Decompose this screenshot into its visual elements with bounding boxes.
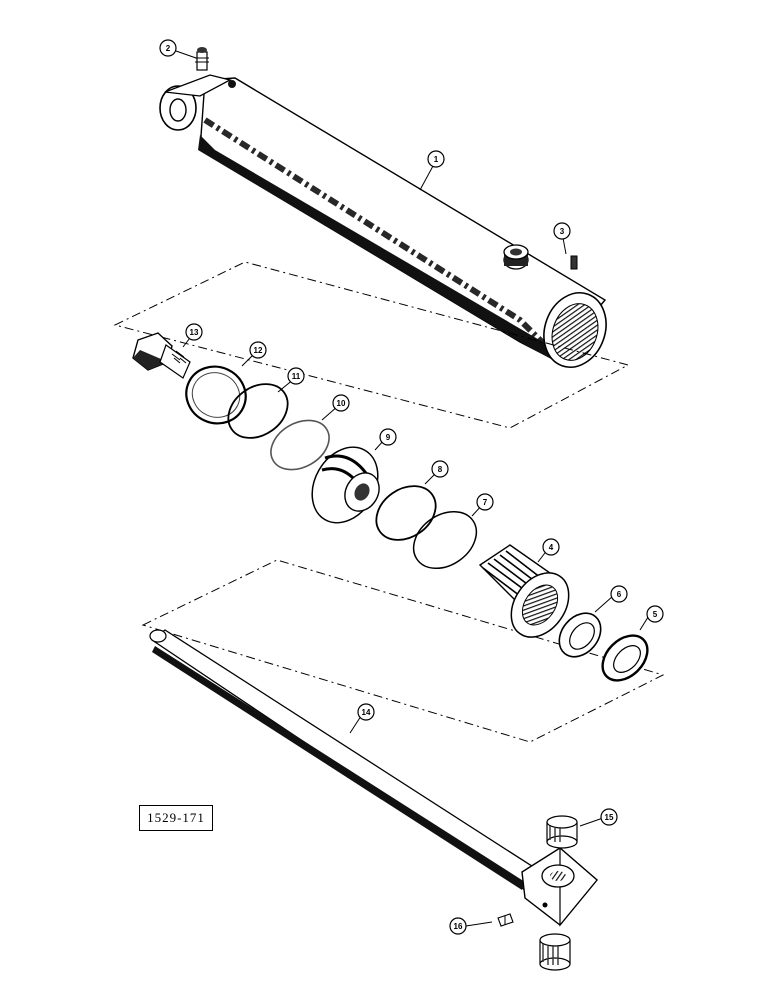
callout-5: 5: [646, 605, 664, 623]
set-screw: [570, 255, 578, 270]
callout-14: 14: [357, 703, 375, 721]
lower-assembly-guide: [141, 559, 665, 743]
svg-text:6: 6: [617, 590, 622, 599]
backup-ring: [270, 419, 330, 471]
callout-6: 6: [610, 585, 628, 603]
svg-text:3: 3: [560, 227, 565, 236]
piston-rod: [149, 629, 598, 927]
backup-ring-large: [412, 510, 478, 570]
callout-7: 7: [476, 493, 494, 511]
svg-text:8: 8: [438, 465, 443, 474]
callout-8: 8: [431, 460, 449, 478]
upper-assembly-guide: [113, 261, 630, 429]
rod-wiper: [601, 634, 649, 682]
svg-text:9: 9: [386, 433, 391, 442]
callout-15: 15: [600, 808, 618, 826]
o-ring-medium: [375, 485, 437, 541]
callout-10: 10: [332, 394, 350, 412]
callout-13: 13: [185, 323, 203, 341]
svg-text:10: 10: [337, 399, 346, 408]
callout-4: 4: [542, 538, 560, 556]
callout-9: 9: [379, 428, 397, 446]
wiper-seal: [558, 612, 602, 658]
callout-16: 16: [449, 917, 467, 935]
cylinder-tube: [159, 74, 607, 368]
o-ring-small: [227, 383, 289, 439]
svg-text:4: 4: [549, 543, 554, 552]
svg-text:14: 14: [362, 708, 371, 717]
drawing-number-label: 1529-171: [139, 805, 213, 831]
bushing-lower: [539, 933, 571, 971]
callout-1: 1: [427, 150, 445, 168]
svg-text:12: 12: [254, 346, 263, 355]
svg-text:11: 11: [292, 372, 301, 381]
piston-bolt: [132, 332, 191, 379]
svg-text:16: 16: [454, 922, 463, 931]
grease-fitting: [195, 47, 209, 71]
bushing-upper: [546, 815, 578, 849]
piston: [311, 446, 380, 524]
washer: [185, 365, 247, 425]
svg-text:1: 1: [434, 155, 439, 164]
rod-guide: [478, 544, 570, 638]
svg-text:15: 15: [605, 813, 614, 822]
svg-text:13: 13: [190, 328, 199, 337]
callout-11: 11: [287, 367, 305, 385]
grease-fitting-rod-end: [497, 913, 514, 927]
callout-2: 2: [159, 39, 177, 57]
callout-12: 12: [249, 341, 267, 359]
svg-text:5: 5: [653, 610, 658, 619]
svg-text:7: 7: [483, 498, 488, 507]
callout-3: 3: [553, 222, 571, 240]
svg-text:2: 2: [166, 44, 171, 53]
